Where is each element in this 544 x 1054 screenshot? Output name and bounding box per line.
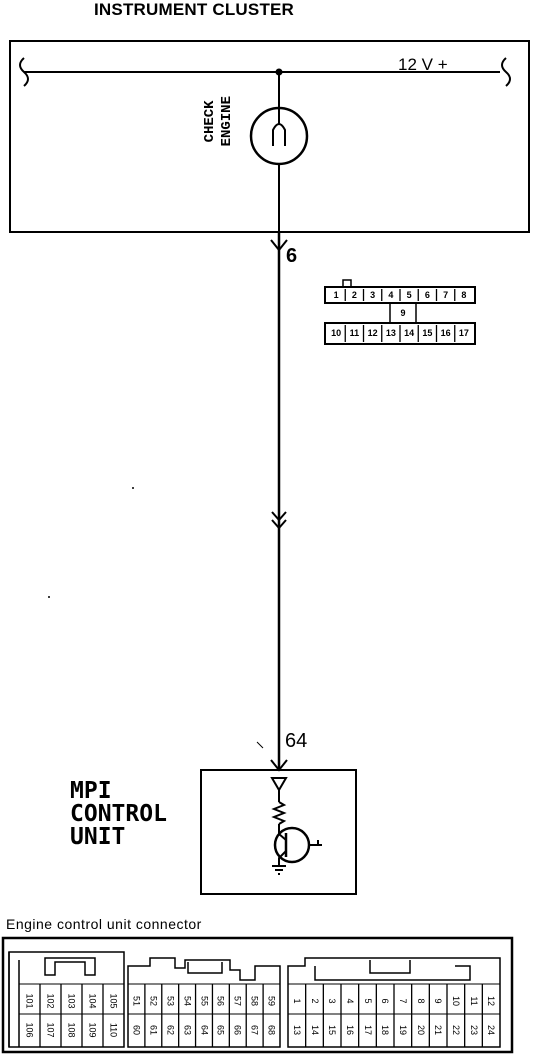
pin-number: 17 <box>362 1024 373 1035</box>
tick-mark <box>256 741 264 749</box>
pin-number: 51 <box>131 995 142 1006</box>
pin-number: 9 <box>433 998 444 1004</box>
pin-number: 4 <box>388 290 394 300</box>
pin-number: 68 <box>266 1024 277 1035</box>
pin-number: 20 <box>415 1024 426 1035</box>
input-triangle <box>270 777 288 792</box>
diagram-title: INSTRUMENT CLUSTER <box>94 0 295 19</box>
pin-number: 8 <box>461 290 467 300</box>
ecu-name-line: UNIT <box>70 824 126 850</box>
pin-number: 54 <box>182 995 193 1006</box>
ecu-name-line: CONTROL <box>70 801 167 827</box>
transistor-collector <box>278 833 287 841</box>
lamp-label-line1: CHECK <box>202 100 218 143</box>
pin-number: 64 <box>198 1024 209 1035</box>
resistor <box>271 801 287 825</box>
pin-number: 3 <box>370 290 376 300</box>
pin-number: 53 <box>165 995 176 1006</box>
pin-number: 14 <box>309 1024 320 1035</box>
pin-number: 13 <box>291 1024 302 1035</box>
pin-number: 57 <box>232 995 243 1006</box>
pin-number: 4 <box>344 998 355 1004</box>
pin-number: 10 <box>331 328 342 338</box>
pin-number: 15 <box>327 1024 338 1035</box>
pin-number: 15 <box>422 328 433 338</box>
pin-number: 22 <box>450 1024 461 1035</box>
pin-number: 60 <box>131 1024 142 1035</box>
pin-number: 17 <box>458 328 469 338</box>
pin-number: 3 <box>327 998 338 1004</box>
pin-number: 1 <box>291 998 302 1004</box>
bus-break-right <box>501 57 511 87</box>
cluster-pin-label: 6 <box>286 245 298 267</box>
pin-number: 21 <box>433 1024 444 1035</box>
connector-mark-pin6 <box>270 239 288 252</box>
ecu-name-line: MPI <box>70 778 112 804</box>
pin-number: 58 <box>249 995 260 1006</box>
pin-number: 55 <box>198 995 209 1006</box>
pin-number: 62 <box>165 1024 176 1035</box>
mpi-control-unit-box <box>200 769 357 895</box>
pin-number: 16 <box>440 328 451 338</box>
dot-mark <box>132 487 134 489</box>
pin-number: 52 <box>148 995 159 1006</box>
pin-number: 5 <box>406 290 412 300</box>
pin-number: 61 <box>148 1024 159 1035</box>
bus-break-left <box>19 57 29 87</box>
dot-mark <box>48 596 50 598</box>
pin-number: 13 <box>385 328 396 338</box>
ecu-connector <box>1 936 514 1054</box>
pin-number: 18 <box>380 1024 391 1035</box>
ecu-name: MPI CONTROL UNIT <box>70 780 167 849</box>
pin-number: 7 <box>397 998 408 1004</box>
pin-number: 110 <box>108 1022 119 1038</box>
pin-number: 6 <box>424 290 430 300</box>
pin-number: 19 <box>397 1024 408 1035</box>
pin-number: 10 <box>450 995 461 1006</box>
instrument-cluster-box <box>9 40 530 233</box>
wire-splice-mark <box>271 511 287 530</box>
pin-number: 11 <box>349 328 360 338</box>
pin-number: 11 <box>468 996 479 1006</box>
pin-number: 66 <box>232 1024 243 1035</box>
ecu-pin-label: 64 <box>285 730 308 752</box>
pin-number: 106 <box>24 1022 35 1038</box>
pin-number: 67 <box>249 1024 260 1035</box>
pin-number: 56 <box>215 995 226 1006</box>
pin-number: 5 <box>362 998 373 1004</box>
pin-number: 14 <box>404 328 415 338</box>
pin-number: 2 <box>351 290 357 300</box>
pin-number: 2 <box>309 998 320 1004</box>
transistor-emitter <box>278 850 287 866</box>
ground-symbol <box>272 865 286 875</box>
ecu-connector-label: Engine control unit connector <box>6 916 202 932</box>
pin-number: 16 <box>344 1024 355 1035</box>
pin-number: 6 <box>380 998 391 1004</box>
pin-number: 9 <box>400 308 406 318</box>
cluster-connector <box>324 279 476 345</box>
pin-number: 109 <box>87 1022 98 1038</box>
lamp-label-line2: ENGINE <box>219 96 235 147</box>
transistor-drive <box>309 840 322 846</box>
pin-number: 63 <box>182 1024 193 1035</box>
lamp-label: CHECK ENGINE <box>202 96 236 146</box>
pin-number: 1 <box>333 290 339 300</box>
lamp-filament <box>272 108 286 146</box>
pin-number: 24 <box>486 1024 497 1035</box>
pin-number: 59 <box>266 995 277 1006</box>
pin-number: 8 <box>415 998 426 1004</box>
pin-number: 12 <box>367 328 378 338</box>
supply-voltage-label: 12 V + <box>398 55 448 74</box>
pin-number: 7 <box>443 290 449 300</box>
pin-number: 108 <box>66 1022 77 1038</box>
pin-number: 65 <box>215 1024 226 1035</box>
pin-number: 23 <box>468 1024 479 1035</box>
pin-number: 107 <box>45 1022 56 1038</box>
pin-number: 12 <box>486 995 497 1006</box>
